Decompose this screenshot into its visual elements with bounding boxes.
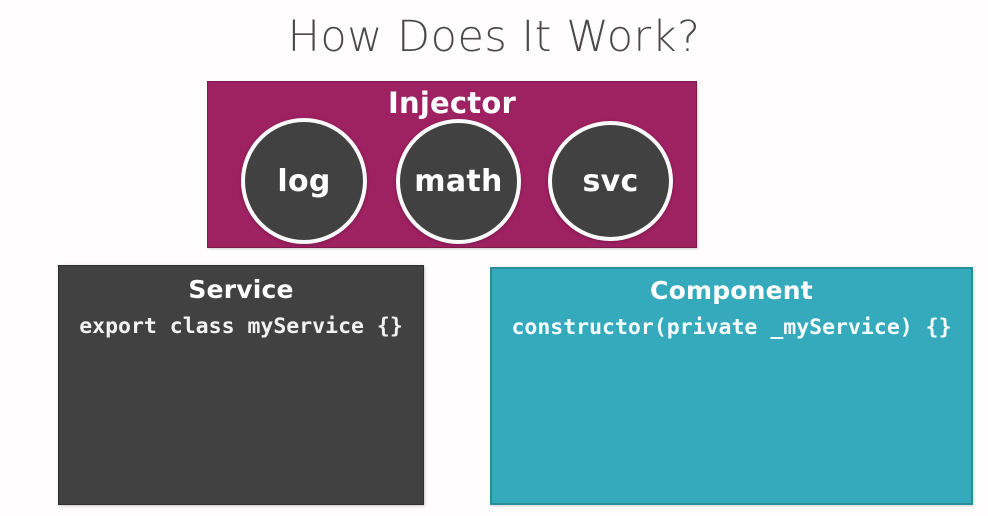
injector-label: Injector [388,86,516,120]
injector-circle-svc-label: svc [582,163,639,199]
injector-circle-log-label: log [277,163,331,199]
page-title: How Does It Work? [287,12,701,62]
service-box: Service export class myService {} [58,265,424,505]
component-box-code: constructor(private _myService) {} [511,315,952,340]
component-box: Component constructor(private _myService… [490,267,973,505]
service-box-code: export class myService {} [79,314,403,339]
component-box-title: Component [650,276,813,305]
injector-circle-math-label: math [414,164,503,199]
injector-circle-svc: svc [548,121,673,241]
injector-panel: Injector log math svc [207,81,697,248]
service-box-title: Service [188,275,294,304]
injector-circle-log: log [241,118,367,244]
injector-circle-math: math [396,119,521,244]
